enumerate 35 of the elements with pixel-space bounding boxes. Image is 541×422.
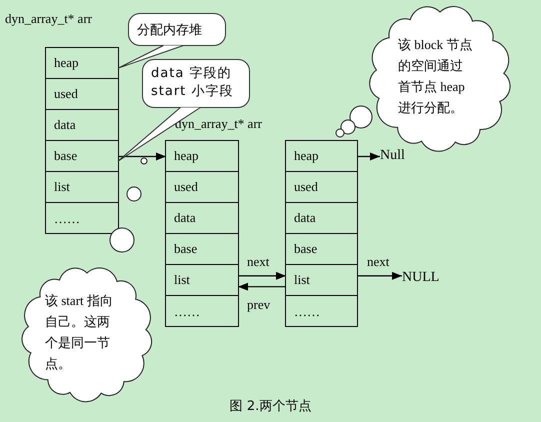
null-text: Null <box>380 148 405 164</box>
arrow <box>118 152 166 160</box>
field-cell: list <box>286 265 357 296</box>
field-cell: used <box>166 172 238 203</box>
cloud-text: 该 start 指向自己。这两个是同一节点。 <box>45 292 114 373</box>
field-cell: used <box>286 172 357 203</box>
field-cell: data <box>46 110 118 141</box>
cloud-text: 该 block 节点的空间通过首节点 heap 进行分配。 <box>398 36 474 117</box>
field-cell: base <box>46 141 118 172</box>
field-cell: …… <box>166 296 238 327</box>
struct-label: dyn_array_t* arr <box>5 11 92 27</box>
null-text: NULL <box>402 270 440 286</box>
field-cell: list <box>166 265 238 296</box>
figure-caption: 图 2.两个节点 <box>228 398 312 415</box>
arrow <box>238 282 286 291</box>
field-cell: …… <box>286 296 357 327</box>
field-cell: data <box>166 203 238 234</box>
field-cell: heap <box>46 48 118 79</box>
callout-pointer <box>118 107 201 162</box>
field-cell: base <box>286 234 357 265</box>
edge-label: next <box>367 254 390 270</box>
arrow <box>357 152 380 160</box>
field-cell: used <box>46 79 118 110</box>
edge-label: prev <box>247 296 270 313</box>
struct-label: dyn_array_t* arr <box>175 116 262 132</box>
field-cell: list <box>46 172 118 203</box>
arrow <box>357 272 402 280</box>
callout-pointer <box>118 45 184 69</box>
field-cell: heap <box>166 141 238 172</box>
field-cell: data <box>286 203 357 234</box>
edge-label: next <box>247 254 270 270</box>
field-cell: base <box>166 234 238 265</box>
field-cell: …… <box>46 203 118 234</box>
arrow <box>238 272 286 280</box>
field-cell: heap <box>286 141 357 172</box>
